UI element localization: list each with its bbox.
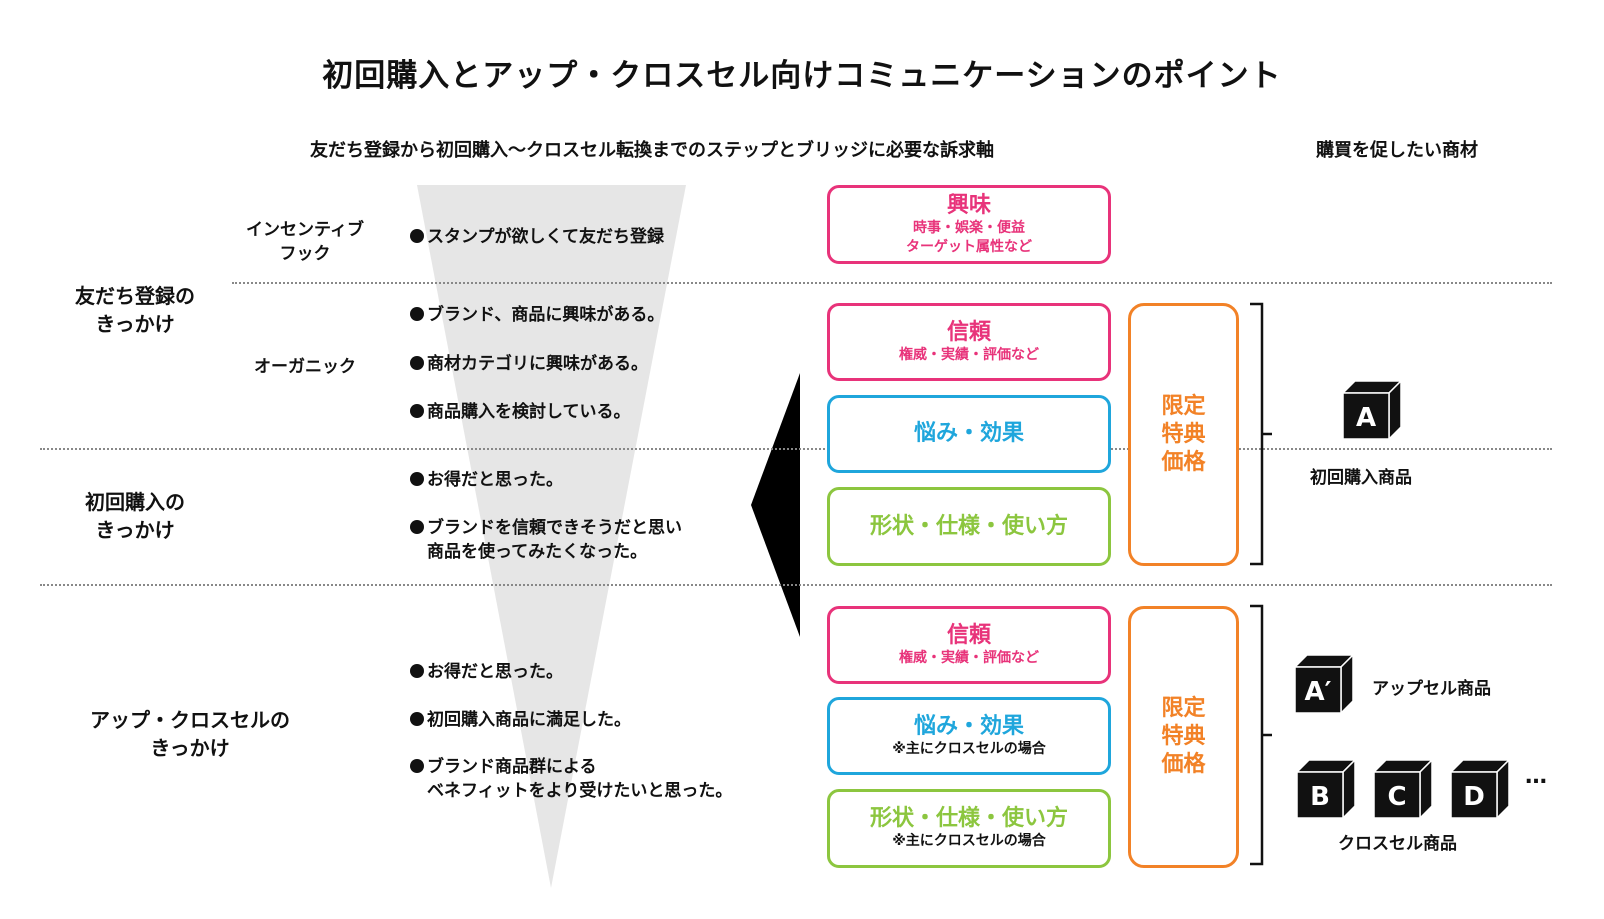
section-label-cross: アップ・クロスセルの きっかけ [40,706,340,762]
box-limited-cross: 限定 特典 価格 [1128,606,1239,868]
section-label-line: アップ・クロスセルの [90,708,290,732]
bracket-first [1250,302,1272,566]
box-subtitle: 権威・実績・評価など [899,649,1039,666]
bullet-cross-2: 初回購入商品に満足した。 [410,708,631,732]
box-interest: 興味 時事・娯楽・便益 ターゲット属性など [827,185,1111,264]
bullet-text: お得だと思った。 [427,470,563,490]
bullet-dot [410,664,424,678]
cube-letter: A′ [1305,677,1332,707]
product-label-cross: クロスセル商品 [1338,834,1457,854]
bullet-cross-3: ブランド商品群による ベネフィットをより受けたいと思った。 [410,755,732,803]
product-label-first: 初回購入商品 [1310,468,1412,488]
cube-icon-d: D [1449,758,1511,820]
bullet-text: ブランド商品群による [427,757,597,777]
cube-icon-b: B [1295,758,1357,820]
box-title: 信頼 [946,622,991,648]
box-shape-first: 形状・仕様・使い方 [827,487,1111,566]
bullet-text: 商品購入を検討している。 [427,402,631,422]
box-title: 価格 [1161,449,1206,475]
sub-label-line: フック [279,244,331,264]
bullet-text: 初回購入商品に満足した。 [427,710,631,730]
bullet-dot [410,307,424,321]
cube-letter: A [1356,403,1376,433]
sub-label-incentive: インセンティブ フック [230,218,380,266]
cube-icon-c: C [1372,758,1434,820]
bullet-dot [410,229,424,243]
funnel-triangle [417,185,686,888]
bracket-cross [1250,604,1272,866]
box-title: 価格 [1161,752,1206,777]
cube-icon-upsell: A′ [1293,653,1355,715]
box-trust-cross: 信頼 権威・実績・評価など [827,606,1111,684]
cube-letter: C [1387,782,1406,812]
product-ellipsis: … [1525,764,1547,789]
bullet-text: 商品を使ってみたくなった。 [427,542,648,562]
box-title: 形状・仕様・使い方 [869,806,1068,831]
bullet-cross-1: お得だと思った。 [410,660,563,684]
bullet-first-2: ブランドを信頼できそうだと思い 商品を使ってみたくなった。 [410,516,682,564]
section-label-line: きっかけ [95,312,175,336]
section-label-line: 友だち登録の [75,284,195,308]
section-label-friend: 友だち登録の きっかけ [40,282,230,338]
section-label-line: きっかけ [150,736,230,760]
header-steps: 友だち登録から初回購入～クロスセル転換までのステップとブリッジに必要な訴求軸 [310,140,994,161]
cube-icon-first: A [1341,379,1403,441]
bullet-text: 商材カテゴリに興味がある。 [427,354,648,374]
box-limited-first: 限定 特典 価格 [1128,303,1239,566]
bullet-text: ブランド、商品に興味がある。 [427,305,665,325]
box-title: 悩み・効果 [913,713,1024,739]
box-note: ※主にクロスセルの場合 [892,740,1046,757]
bullet-organic-1: ブランド、商品に興味がある。 [410,303,664,327]
separator-2 [40,448,1552,450]
section-label-line: きっかけ [95,518,175,542]
box-title: 興味 [946,192,991,218]
bullet-dot [410,712,424,726]
box-worry-first: 悩み・効果 [827,395,1111,473]
bullet-text: お得だと思った。 [427,662,563,682]
bullet-text: ブランドを信頼できそうだと思い [427,518,682,538]
bullet-incentive: スタンプが欲しくて友だち登録 [410,225,664,249]
bridge-arrow [751,373,800,637]
bullet-dot [410,404,424,418]
sub-label-organic: オーガニック [254,357,356,377]
box-subtitle: ターゲット属性など [906,238,1032,255]
box-title: 悩み・効果 [913,421,1024,446]
cube-letter: D [1463,782,1485,812]
bullet-first-1: お得だと思った。 [410,468,563,492]
bullet-dot [410,759,424,773]
bullet-organic-2: 商材カテゴリに興味がある。 [410,352,648,376]
section-label-line: 初回購入の [85,490,185,514]
box-title: 信頼 [946,319,991,345]
box-title: 特典 [1161,421,1206,447]
box-title: 限定 [1161,696,1206,721]
bullet-text: スタンプが欲しくて友だち登録 [427,227,664,247]
box-note: ※主にクロスセルの場合 [892,833,1046,849]
cube-letter: B [1310,782,1330,812]
separator-3 [40,584,1552,586]
box-shape-cross: 形状・仕様・使い方 ※主にクロスセルの場合 [827,789,1111,868]
box-title: 限定 [1161,393,1206,419]
bullet-dot [410,356,424,370]
box-title: 特典 [1161,724,1206,749]
product-label-upsell: アップセル商品 [1372,679,1491,699]
box-worry-cross: 悩み・効果 ※主にクロスセルの場合 [827,697,1111,775]
box-subtitle: 権威・実績・評価など [899,346,1039,363]
box-subtitle: 時事・娯楽・便益 [913,219,1025,236]
box-trust-first: 信頼 権威・実績・評価など [827,303,1111,381]
bullet-dot [410,472,424,486]
sub-label-line: インセンティブ [246,220,364,240]
header-products: 購買を促したい商材 [1316,140,1478,161]
bullet-dot [410,520,424,534]
box-title: 形状・仕様・使い方 [869,513,1068,539]
separator-1 [232,282,1552,284]
bullet-organic-3: 商品購入を検討している。 [410,400,631,424]
page-title: 初回購入とアップ・クロスセル向けコミュニケーションのポイント [322,58,1282,94]
section-label-first: 初回購入の きっかけ [40,488,230,544]
bullet-text: ベネフィットをより受けたいと思った。 [427,781,733,801]
